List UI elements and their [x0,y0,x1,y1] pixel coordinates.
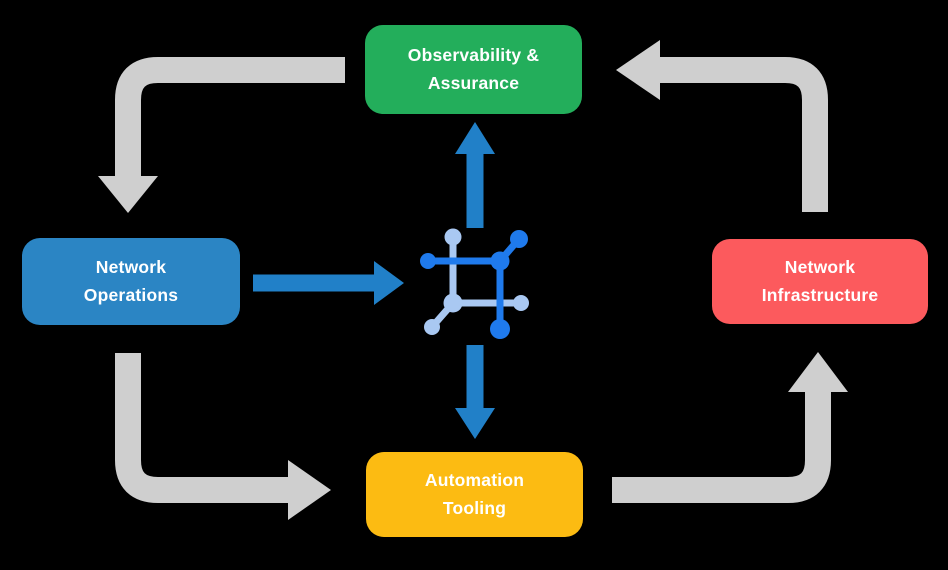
node-label: Network Operations [83,257,179,305]
arrow-operations-to-center [253,261,404,305]
node-network-infrastructure: Network Infrastructure [712,239,928,324]
node-automation-tooling: Automation Tooling [366,452,583,537]
node-network-operations: Network Operations [22,238,240,325]
icon-node-dot [420,253,436,269]
arrow-shaft [612,390,831,503]
arrowhead-down-icon [455,408,495,439]
arrowhead-right-icon [374,261,404,305]
node-label: Automation Tooling [424,470,525,518]
icon-node-dot [444,228,462,246]
node-label: Observability & Assurance [407,45,540,93]
icon-node-dot [490,251,510,271]
arrowhead-right-icon [288,460,331,520]
icon-node-dot [443,293,463,313]
arrow-observability-to-operations [98,57,345,213]
arrowhead-left-icon [616,40,660,100]
arrow-automation-to-infrastructure [612,352,848,503]
icon-node-dot [490,319,510,339]
arrow-center-to-automation [455,345,495,439]
arrow-infrastructure-to-observability [616,40,828,212]
arrow-center-to-observability [455,122,495,228]
arrowhead-up-icon [788,352,848,392]
icon-node-dot [510,230,528,248]
arrowhead-down-icon [98,176,158,213]
icon-node-dot [513,295,529,311]
arrow-shaft [658,57,828,212]
arrow-operations-to-automation [115,353,331,520]
arrow-shaft [115,57,345,178]
arrow-shaft [115,353,290,503]
node-label: Network Infrastructure [761,257,879,305]
icon-node-dot [424,319,440,335]
arrowhead-up-icon [455,122,495,154]
node-observability-assurance: Observability & Assurance [365,25,582,114]
network-automation-icon [420,228,529,339]
